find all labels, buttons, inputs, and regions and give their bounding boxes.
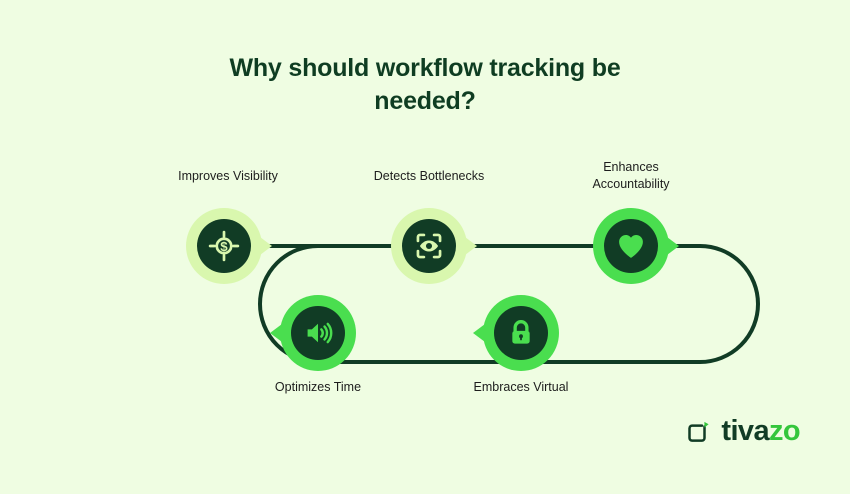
tivazo-bracket-icon: [685, 418, 712, 445]
speaker-volume-icon: [307, 322, 333, 344]
logo-word-dark: tiva: [721, 415, 769, 447]
flow-arrow-right: [465, 237, 477, 255]
tivazo-wordmark: tivazo: [721, 417, 800, 446]
page-title-line-1: Why should workflow tracking be: [229, 54, 621, 82]
dollar-target-icon: $: [208, 230, 240, 262]
flow-arrow-right: [667, 237, 679, 255]
flow-node-detects-bottlenecks[interactable]: [391, 208, 477, 284]
flow-node-embraces-virtual[interactable]: [473, 295, 559, 371]
eye-pupil: [425, 242, 433, 250]
node-disc: $: [197, 219, 251, 273]
node-disc: [494, 306, 548, 360]
flow-node-label-optimizes-time: Optimizes Time: [274, 380, 362, 394]
tivazo-logo[interactable]: tivazo: [685, 417, 801, 446]
flow-node-label-detects-bottlenecks: Detects Bottlenecks: [373, 169, 485, 183]
heart-icon: [619, 234, 643, 258]
flow-arrow-left: [473, 324, 485, 342]
flow-node-label-improves-visibility: Improves Visibility: [178, 169, 278, 183]
node-disc: [604, 219, 658, 273]
flow-node-improves-visibility[interactable]: $: [186, 208, 272, 284]
svg-text:$: $: [220, 239, 228, 254]
node-disc: [291, 306, 345, 360]
node-disc: [402, 219, 456, 273]
eye-scan-icon: [416, 233, 442, 259]
flow-node-enhances-accountability[interactable]: [593, 208, 679, 284]
lock-icon: [512, 320, 530, 344]
flow-arrow-left: [270, 324, 282, 342]
flow-node-label-embraces-virtual: Embraces Virtual: [473, 380, 569, 394]
flow-node-optimizes-time[interactable]: [270, 295, 356, 371]
flow-node-label-enhances-accountability: Enhances Accountability: [592, 160, 670, 191]
flow-arrow-right: [260, 237, 272, 255]
logo-word-green: zo: [768, 415, 801, 447]
page-title: Why should workflow tracking be needed?: [0, 52, 850, 118]
page-title-line-2: needed?: [374, 87, 476, 115]
